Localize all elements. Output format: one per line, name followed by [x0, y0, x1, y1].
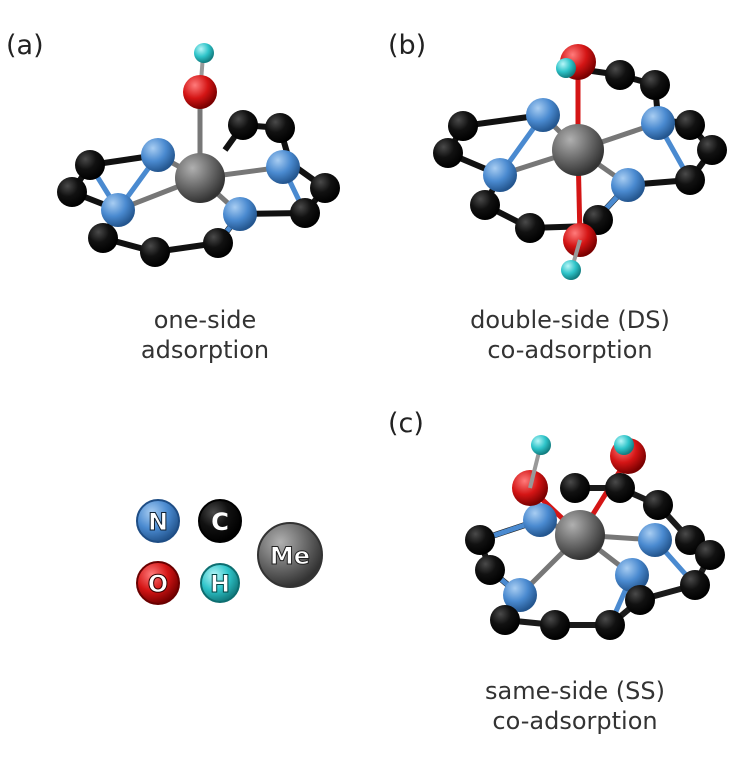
carbon-atom	[228, 110, 258, 140]
oxygen-atom	[183, 75, 217, 109]
hydrogen-atom	[556, 58, 576, 78]
panel-label-c: (c)	[388, 408, 424, 439]
nitrogen-atom	[223, 197, 257, 231]
nitrogen-atom	[641, 106, 675, 140]
hydrogen-atom	[194, 43, 214, 63]
carbon-atom	[605, 473, 635, 503]
carbon-atom	[643, 490, 673, 520]
legend-item-o: O	[136, 561, 180, 605]
hydrogen-atom	[614, 435, 634, 455]
hydrogen-atom	[531, 435, 551, 455]
carbon-atom	[448, 111, 478, 141]
caption-c-line2: co-adsorption	[492, 707, 658, 735]
carbon-atom	[140, 237, 170, 267]
carbon-atom	[290, 198, 320, 228]
legend-symbol-c: C	[211, 508, 229, 536]
carbon-atom	[515, 213, 545, 243]
molecule-a	[57, 43, 340, 267]
nitrogen-atom	[101, 193, 135, 227]
legend-item-me: Me	[257, 522, 323, 588]
carbon-atom	[465, 525, 495, 555]
carbon-atom	[470, 190, 500, 220]
nitrogen-atom	[503, 578, 537, 612]
molecule-c	[465, 435, 725, 640]
carbon-atom	[57, 177, 87, 207]
carbon-atom	[675, 110, 705, 140]
legend-symbol-me: Me	[270, 542, 310, 570]
nitrogen-atom	[523, 503, 557, 537]
carbon-atom	[88, 223, 118, 253]
carbon-atom	[203, 228, 233, 258]
caption-c-line1: same-side (SS)	[484, 677, 665, 705]
panel-label-a: (a)	[6, 30, 44, 61]
legend-symbol-h: H	[210, 570, 230, 598]
metal-atom	[552, 124, 604, 176]
carbon-atom	[625, 585, 655, 615]
carbon-atom	[265, 113, 295, 143]
nitrogen-atom	[526, 98, 560, 132]
carbon-atom	[475, 555, 505, 585]
nitrogen-atom	[615, 558, 649, 592]
caption-a: one-side adsorption	[90, 305, 320, 365]
carbon-atom	[595, 610, 625, 640]
legend-item-c: C	[198, 499, 242, 543]
carbon-atom	[540, 610, 570, 640]
nitrogen-atom	[141, 138, 175, 172]
nitrogen-atom	[266, 150, 300, 184]
legend-symbol-n: N	[148, 508, 168, 536]
caption-c: same-side (SS) co-adsorption	[455, 676, 695, 736]
caption-a-line2: adsorption	[140, 336, 270, 364]
molecule-b	[433, 44, 727, 280]
caption-a-line1: one-side	[153, 306, 257, 334]
panel-label-b: (b)	[388, 30, 427, 61]
legend: N C O H Me	[136, 499, 323, 605]
legend-symbol-o: O	[148, 570, 168, 598]
carbon-atom	[433, 138, 463, 168]
carbon-atom	[605, 60, 635, 90]
caption-b-line1: double-side (DS)	[470, 306, 670, 334]
carbon-atom	[640, 70, 670, 100]
legend-item-h: H	[200, 563, 240, 603]
hydrogen-atom	[561, 260, 581, 280]
metal-atom	[175, 153, 225, 203]
carbon-atom	[695, 540, 725, 570]
carbon-atom	[490, 605, 520, 635]
carbon-atom	[697, 135, 727, 165]
legend-item-n: N	[136, 499, 180, 543]
metal-atom	[555, 510, 605, 560]
nitrogen-atom	[483, 158, 517, 192]
caption-b: double-side (DS) co-adsorption	[440, 305, 700, 365]
caption-b-line2: co-adsorption	[487, 336, 653, 364]
carbon-atom	[680, 570, 710, 600]
nitrogen-atom	[611, 168, 645, 202]
nitrogen-atom	[638, 523, 672, 557]
carbon-atom	[675, 165, 705, 195]
carbon-atom	[310, 173, 340, 203]
oh-bond-left-c	[528, 447, 542, 489]
carbon-atom	[75, 150, 105, 180]
carbon-atom	[560, 473, 590, 503]
